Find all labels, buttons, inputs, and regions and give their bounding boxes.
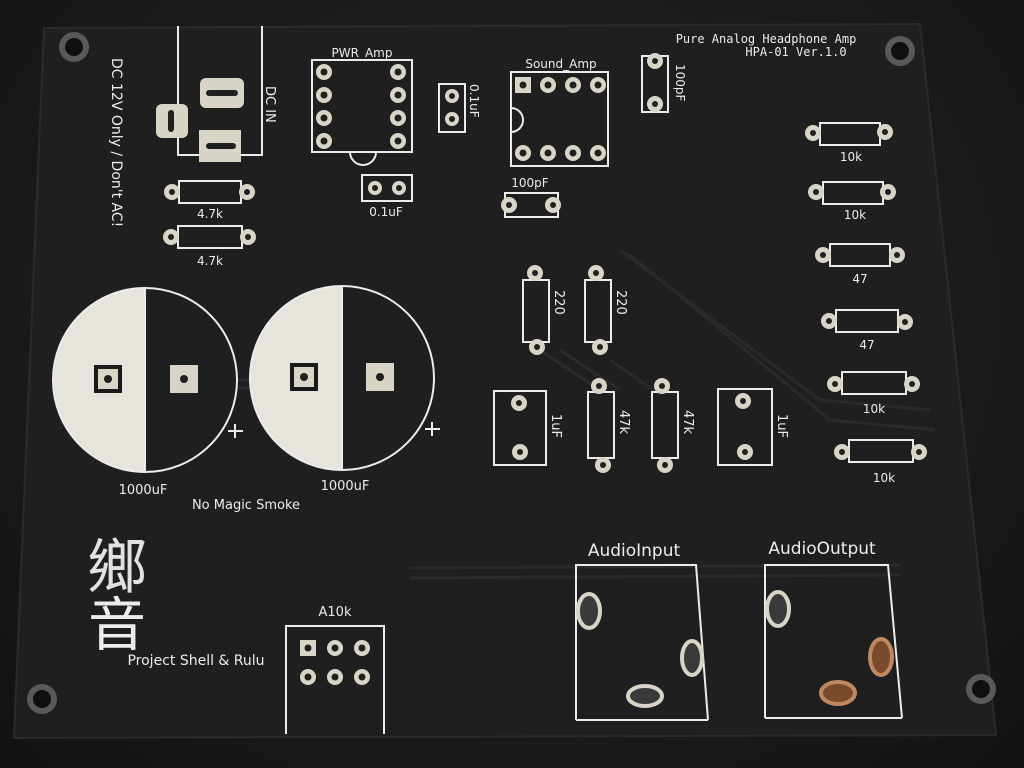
board-title-line1: Pure Analog Headphone Amp [676,32,857,46]
audio-input-jack-footprint [575,564,709,721]
r-10k-2-label: 10k [844,208,866,222]
project-label: Project Shell & Rulu [127,653,264,669]
cap-100pf-top-label: 100pF [673,64,687,102]
elco-1-label: 1000uF [119,483,168,498]
mounting-holes [27,32,996,714]
cap-footprints-small [361,53,669,218]
cap-100pf-mid-label: 100pF [511,176,549,190]
film-cap-footprints [493,388,773,466]
pwr-amp-label: PWR_Amp [332,46,393,60]
r-47k-b-label: 47k [680,410,695,435]
c-1uf-left-label: 1uF [548,414,563,438]
resistor-footprints-vertical [522,265,679,473]
r-220-1-label: 220 [551,290,566,315]
pcb-outline [14,24,996,738]
elco-2-label: 1000uF [321,479,370,494]
sound-amp-footprint [510,71,609,167]
electrolytic-cap-1 [52,287,243,473]
resistor-footprints-right [805,122,927,463]
r-220-2-label: 220 [613,290,628,315]
c-1uf-right-label: 1uF [774,414,789,438]
pwr-amp-footprint [311,59,413,166]
pot-label: A10k [319,605,352,620]
r-10k-4-label: 10k [873,471,895,485]
r-47-2-label: 47 [859,338,874,352]
dc-jack-footprint [156,26,263,162]
cap-01uf-bottom-label: 0.1uF [369,205,403,219]
r-47k-1-label: 4.7k [197,207,223,221]
r-47k-a-label: 47k [616,410,631,435]
audio-input-label: AudioInput [588,541,681,561]
r-10k-1-label: 10k [840,150,862,164]
power-warning-label: DC 12V Only / Don't AC! [108,58,124,227]
electrolytic-cap-2 [249,285,440,471]
cap-01uf-right-label: 0.1uF [467,84,481,118]
sound-amp-label: Sound_Amp [525,57,596,71]
dc-in-label: DC IN [262,86,277,123]
audio-output-jack-footprint [764,564,903,719]
board-title-line2: HPA-01 Ver.1.0 [745,45,846,59]
r-47k-2-label: 4.7k [197,254,223,268]
logo-glyph-top: 鄉 [87,533,147,603]
potentiometer-footprint [285,625,385,734]
resistor-footprints-left [163,180,256,249]
logo-glyph-bottom: 音 [88,591,146,659]
slogan-label: No Magic Smoke [192,498,300,513]
r-10k-3-label: 10k [863,402,885,416]
r-47-1-label: 47 [852,272,867,286]
audio-output-label: AudioOutput [768,539,876,559]
